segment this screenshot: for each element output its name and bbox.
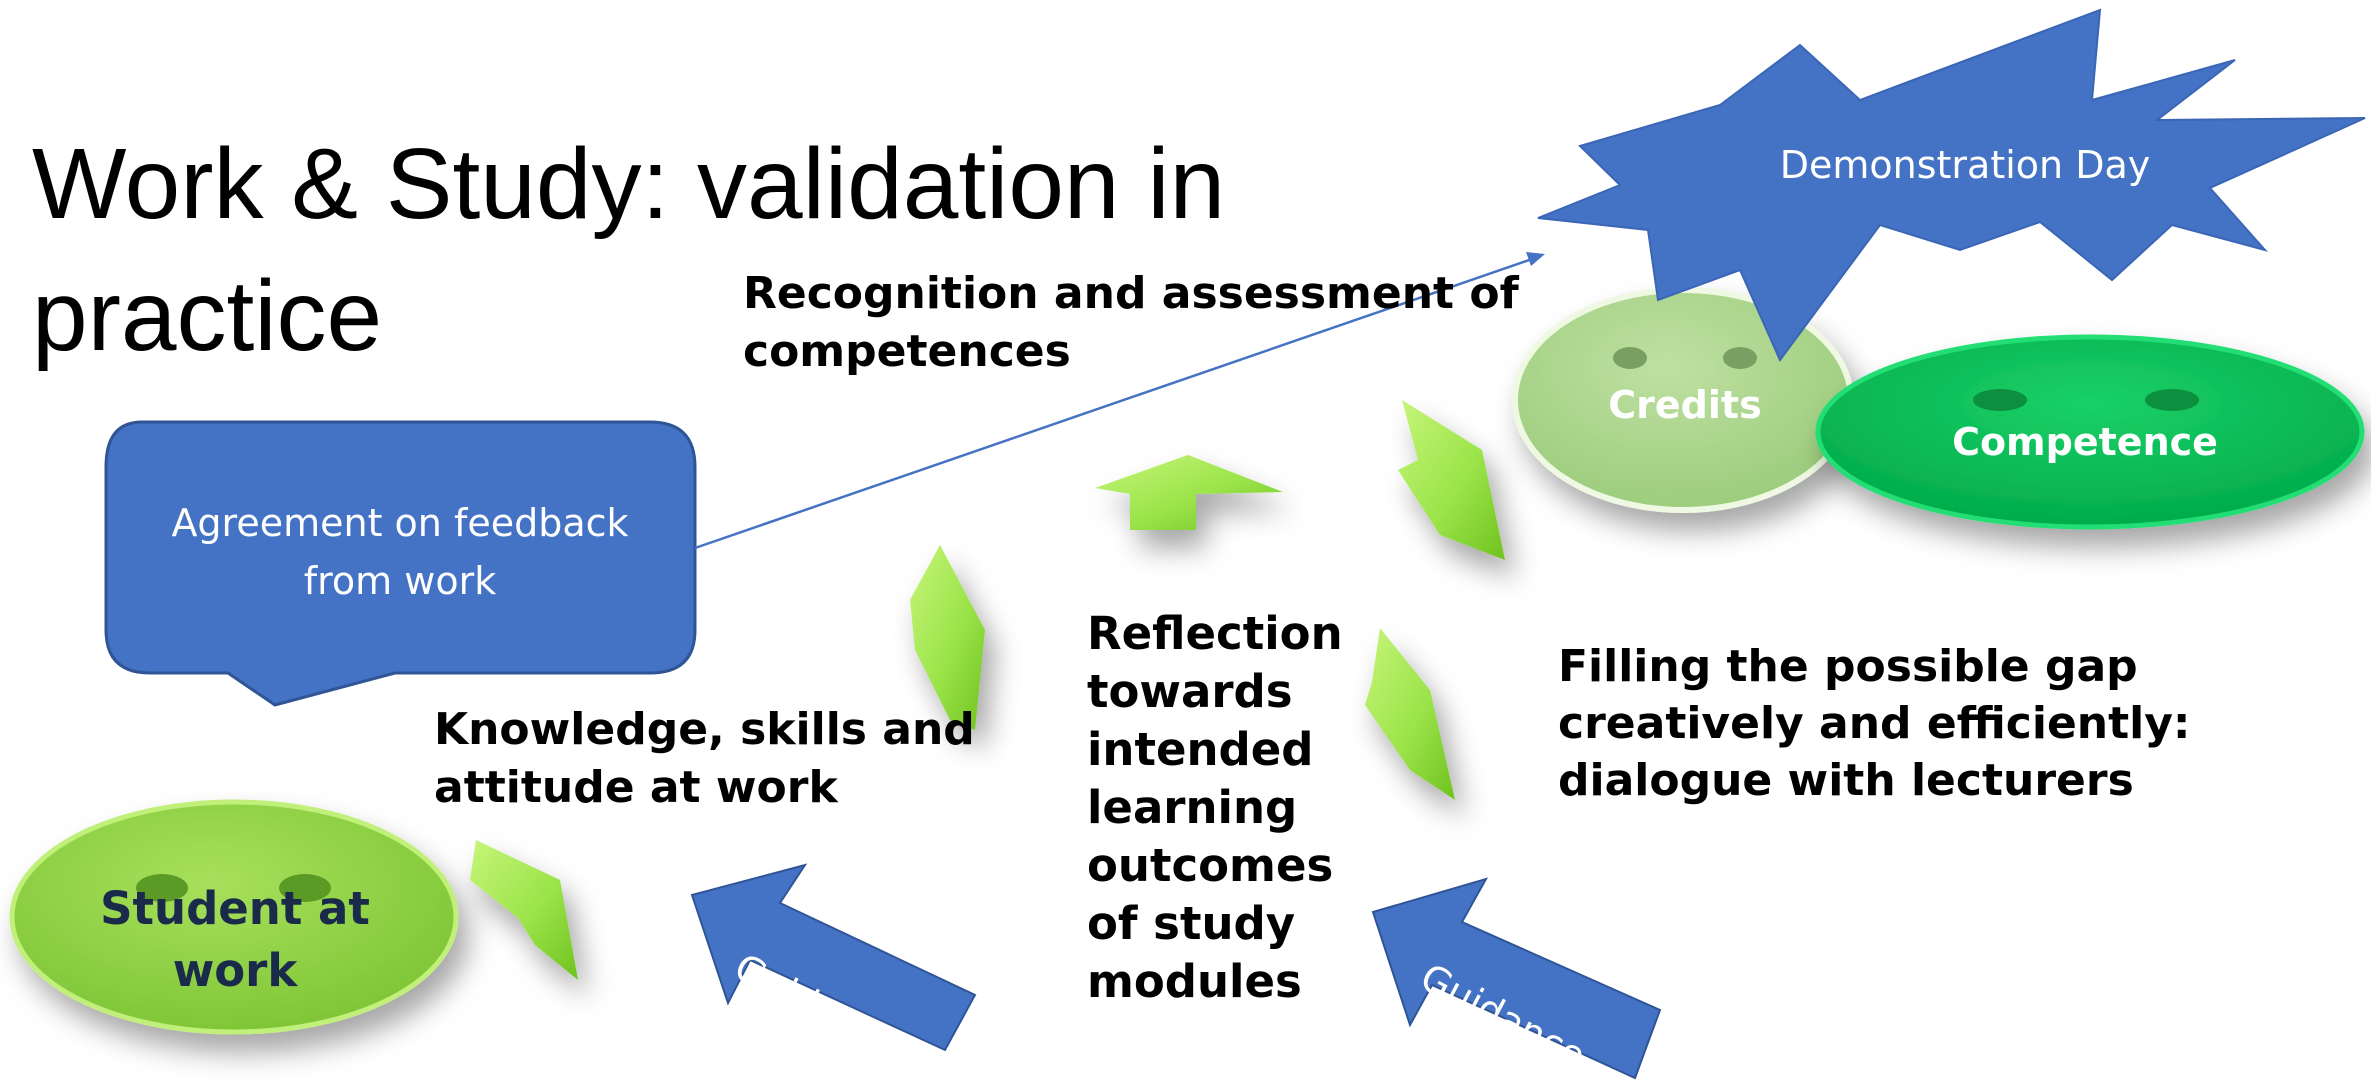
green-arrow-icon [1095, 455, 1283, 530]
star-burst-icon [1537, 8, 2366, 362]
filling-gap-label: Filling the possible gap creatively and … [1558, 641, 2191, 806]
green-arrow-icon [470, 840, 578, 980]
credits-ellipse [1512, 287, 1854, 513]
knowledge-label: Knowledge, skills and attitude at work [434, 704, 975, 813]
credits-label: Credits [1608, 383, 1762, 427]
green-arrow-icon [1365, 628, 1455, 800]
eye-icon [2145, 389, 2199, 411]
connector-arrowhead [1526, 252, 1545, 266]
page-title: Work & Study: validation in practice [32, 128, 1226, 372]
agreement-label: Agreement on feedback from work [171, 501, 629, 603]
green-arrow-icon [1398, 400, 1505, 560]
student-ellipse [9, 799, 459, 1035]
block-arrow-icon [1371, 877, 1662, 1080]
connector-arrow [694, 256, 1536, 550]
competence-ellipse [1815, 334, 2365, 530]
reflection-label: Reflection towards intended learning out… [1087, 607, 1343, 1008]
green-arrow-icon [910, 545, 985, 730]
demonstration-day-label: Demonstration Day [1779, 143, 2151, 187]
competence-label: Competence [1952, 420, 2218, 464]
eye-icon [1613, 347, 1647, 369]
recognition-label: Recognition and assessment of competence… [743, 268, 1519, 377]
speech-bubble-icon [104, 420, 697, 707]
block-arrow-icon [690, 863, 977, 1052]
eye-icon [279, 874, 331, 902]
eye-icon [1973, 389, 2027, 411]
eye-icon [1723, 347, 1757, 369]
eye-icon [136, 874, 188, 902]
student-at-work-label: Student at work [100, 882, 370, 997]
